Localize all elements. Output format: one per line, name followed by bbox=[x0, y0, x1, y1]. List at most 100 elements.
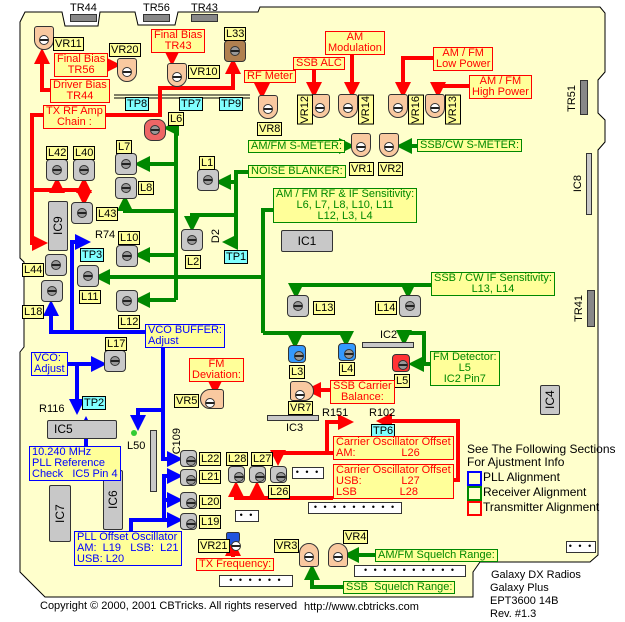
coil-l10[interactable] bbox=[116, 245, 138, 267]
coil-l17[interactable] bbox=[104, 350, 126, 372]
legend-pll: PLL Alignment bbox=[483, 470, 560, 484]
trimmer-vr20[interactable] bbox=[117, 58, 137, 82]
transistor-tr51 bbox=[580, 80, 588, 115]
vr20-label: VR20 bbox=[109, 43, 141, 57]
coil-l21[interactable] bbox=[180, 469, 197, 486]
trimmer-vr1[interactable] bbox=[351, 133, 371, 157]
ic9: IC9 bbox=[48, 201, 68, 251]
l5-label: L5 bbox=[394, 374, 411, 388]
l44-label: L44 bbox=[22, 263, 45, 277]
coil-l3[interactable] bbox=[288, 345, 306, 363]
legend-swatch-transmitter bbox=[467, 501, 482, 516]
note-am-fm-s-meter: AM/FM S-METER: bbox=[248, 140, 346, 153]
connector: • • • bbox=[292, 467, 324, 479]
note-ssb-squelch: SSB Squelch Range: bbox=[343, 581, 456, 594]
l7-label: L7 bbox=[116, 140, 133, 154]
coil-l5[interactable] bbox=[392, 354, 410, 372]
coil-l43[interactable] bbox=[71, 202, 93, 224]
transistor-tr41 bbox=[587, 290, 595, 327]
note-am-fm-sensitivity: AM / FM RF & IF Sensitivity: L6, L7, L8,… bbox=[273, 188, 418, 223]
coil-l27[interactable] bbox=[249, 466, 266, 483]
legend-receiver: Receiver Alignment bbox=[483, 485, 587, 499]
trimmer-vr4[interactable] bbox=[328, 543, 348, 567]
testpoint-tp1: TP1 bbox=[224, 250, 249, 264]
trimmer-vr2[interactable] bbox=[379, 133, 399, 157]
l40-label: L40 bbox=[73, 146, 96, 160]
coil-l33[interactable] bbox=[224, 40, 246, 62]
coil-l44[interactable] bbox=[45, 254, 67, 276]
ic8-label: IC8 bbox=[572, 175, 584, 193]
coil-l22[interactable] bbox=[180, 450, 197, 467]
vr4-label: VR4 bbox=[343, 530, 369, 544]
vr1-label: VR1 bbox=[349, 162, 375, 176]
connector: • • • • • • bbox=[219, 575, 293, 587]
coil-l28[interactable] bbox=[228, 466, 245, 483]
coil-l18[interactable] bbox=[41, 280, 63, 302]
transistor-tr43 bbox=[191, 14, 218, 22]
coil-l40[interactable] bbox=[73, 159, 95, 181]
note-driver-bias-tr44: Driver Bias TR44 bbox=[50, 79, 110, 103]
l20-label: L20 bbox=[199, 495, 222, 509]
l14-label: L14 bbox=[375, 301, 398, 315]
coil-l1[interactable] bbox=[197, 169, 219, 191]
vr8-label: VR8 bbox=[257, 122, 283, 136]
coil-l42[interactable] bbox=[46, 159, 68, 181]
l3-label: L3 bbox=[289, 365, 306, 379]
website-link[interactable]: http://www.cbtricks.com bbox=[304, 601, 419, 613]
l43-label: L43 bbox=[96, 207, 119, 221]
title-line-3: EPT3600 14B bbox=[490, 595, 559, 607]
ic1: IC1 bbox=[281, 230, 333, 252]
ic3-bar bbox=[267, 415, 319, 421]
copyright: Copyright © 2000, 2001 CBTricks. All rig… bbox=[40, 600, 298, 612]
note-final-bias-tr56: Final Bias TR56 bbox=[54, 53, 109, 77]
note-ssb-alc: SSB ALC bbox=[293, 57, 345, 70]
testpoint-tp8: TP8 bbox=[125, 97, 150, 111]
vr13-label: VR13 bbox=[445, 95, 461, 125]
vr12-label: VR12 bbox=[297, 95, 313, 125]
title-line-1: Galaxy DX Radios bbox=[491, 569, 581, 581]
trimmer-vr7[interactable] bbox=[290, 381, 314, 401]
coil-l2[interactable] bbox=[181, 229, 203, 251]
coil-l19[interactable] bbox=[180, 513, 197, 530]
l28-label: L28 bbox=[226, 452, 249, 466]
trimmer-vr5[interactable] bbox=[200, 389, 224, 409]
coil-l8[interactable] bbox=[115, 177, 137, 199]
trimmer-vr14[interactable] bbox=[338, 94, 358, 118]
legend-swatch-receiver bbox=[467, 486, 482, 501]
trimmer-vr13[interactable] bbox=[425, 94, 445, 118]
coil-l14[interactable] bbox=[399, 295, 421, 317]
vr21-label: VR21 bbox=[198, 539, 230, 553]
note-tx-frequency: TX Frequency: bbox=[196, 558, 275, 571]
l4-label: L4 bbox=[339, 362, 356, 376]
trimmer-vr16[interactable] bbox=[388, 94, 408, 118]
connector: • • • • • • • • • • bbox=[354, 565, 466, 577]
trimmer-vr12[interactable] bbox=[310, 94, 330, 118]
transistor-tr44 bbox=[70, 14, 97, 22]
coil-l6[interactable] bbox=[144, 119, 166, 141]
tr51-label: TR51 bbox=[566, 85, 578, 112]
transmitter-wires bbox=[30, 48, 469, 557]
coil-l26[interactable] bbox=[270, 466, 287, 483]
tr44-label: TR44 bbox=[70, 2, 97, 14]
coil-l4[interactable] bbox=[338, 343, 356, 361]
trimmer-vr3[interactable] bbox=[299, 543, 319, 567]
tr41-label: TR41 bbox=[573, 295, 585, 322]
vr14-label: VR14 bbox=[358, 95, 374, 125]
coil-l13[interactable] bbox=[287, 295, 309, 317]
c109-label: C109 bbox=[171, 428, 183, 455]
trimmer-vr11[interactable] bbox=[34, 26, 54, 50]
coil-l7[interactable] bbox=[115, 153, 137, 175]
note-carrier-offset-usb-lsb: Carrier Oscillator Offset USB: L27 LSB L… bbox=[333, 464, 454, 499]
l11-label: L11 bbox=[79, 290, 101, 304]
note-fm-deviation: FM Deviation: bbox=[189, 358, 244, 382]
trimmer-vr10[interactable] bbox=[167, 63, 187, 87]
coil-l20[interactable] bbox=[180, 492, 197, 509]
coil-l12[interactable] bbox=[116, 290, 138, 312]
vr2-label: VR2 bbox=[378, 162, 404, 176]
trimmer-vr8[interactable] bbox=[258, 95, 278, 119]
coil-l11[interactable] bbox=[77, 265, 99, 287]
ic2-bar bbox=[362, 342, 414, 348]
l26-label: L26 bbox=[268, 485, 291, 499]
vr3-label: VR3 bbox=[274, 539, 300, 553]
